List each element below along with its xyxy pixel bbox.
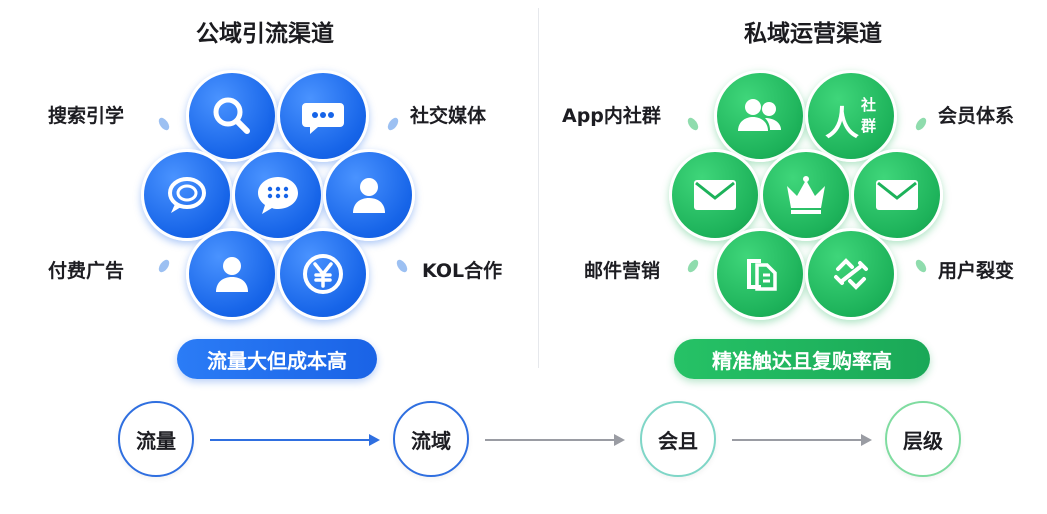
document-icon — [747, 259, 777, 291]
connector-dot — [685, 115, 701, 133]
flow-step-level[interactable]: 层级 — [885, 401, 961, 477]
public-domain-panel: 公域引流渠道 搜索引学 社交媒体 付费广告 KOL合作 流量大但成本高 — [0, 0, 523, 400]
crown-icon — [787, 176, 825, 214]
connector-dot — [156, 115, 172, 133]
kol-channel-circle[interactable] — [277, 228, 369, 320]
user-icon — [353, 178, 385, 213]
private-domain-summary-pill: 精准触达且复购率高 — [674, 339, 930, 379]
mail-circle-right[interactable] — [851, 149, 943, 241]
label-membership: 会员体系 — [938, 105, 1015, 127]
connector-dot — [385, 115, 401, 133]
label-social-media: 社交媒体 — [410, 105, 487, 127]
mail-circle-left[interactable] — [669, 149, 761, 241]
icon-char-bottom: 群 — [861, 117, 877, 135]
icon-char-top: 社 — [861, 96, 877, 114]
mail-icon — [694, 180, 736, 210]
connector-dot — [913, 115, 929, 133]
ring-chat-circle[interactable] — [141, 149, 233, 241]
flow-arrow — [732, 434, 872, 446]
flow-arrow — [485, 434, 625, 446]
label-app-community: App内社群 — [562, 105, 661, 127]
people-community-circle[interactable]: 人 社 群 — [805, 70, 897, 162]
user-icon — [216, 257, 248, 292]
connector-dot — [685, 257, 701, 275]
referral-circle[interactable] — [805, 228, 897, 320]
flow-step-domain[interactable]: 流域 — [393, 401, 469, 477]
label-paid-ads: 付费广告 — [48, 260, 125, 282]
flow-step-member[interactable]: 会且 — [640, 401, 716, 477]
membership-circle[interactable] — [760, 149, 852, 241]
link-icon — [834, 258, 868, 290]
users-icon — [738, 99, 781, 131]
center-divider — [538, 8, 539, 368]
icon-char-main: 人 — [825, 104, 859, 144]
flow-arrow — [210, 434, 380, 446]
connector-dot — [913, 257, 929, 275]
public-domain-title: 公域引流渠道 — [196, 21, 334, 47]
yen-coin-icon — [303, 254, 343, 294]
label-user-referral: 用户裂变 — [938, 260, 1015, 282]
public-domain-summary-pill: 流量大但成本高 — [177, 339, 377, 379]
chat-ring-icon — [168, 177, 206, 213]
label-search: 搜索引学 — [48, 105, 125, 127]
label-email-marketing: 邮件营销 — [584, 260, 661, 282]
flow-step-traffic[interactable]: 流量 — [118, 401, 194, 477]
ads-channel-circle[interactable] — [186, 228, 278, 320]
label-kol: KOL合作 — [422, 260, 503, 282]
social-channel-circle[interactable] — [277, 70, 369, 162]
community-circle[interactable] — [714, 70, 806, 162]
people-community-icon: 人 社 群 — [823, 88, 879, 144]
chat-bubble-icon — [302, 103, 344, 134]
connector-dot — [394, 257, 410, 275]
message-channel-circle[interactable] — [232, 149, 324, 241]
private-domain-title: 私域运营渠道 — [744, 21, 882, 47]
user-channel-circle[interactable] — [323, 149, 415, 241]
search-icon — [213, 97, 250, 134]
private-domain-panel: 私域运营渠道 人 社 群 App内社群 会员体系 邮件营销 用户裂变 精准触达且… — [524, 0, 1047, 400]
email-circle[interactable] — [714, 228, 806, 320]
connector-dot — [156, 257, 172, 275]
chat-dots-icon — [258, 177, 298, 214]
search-channel-circle[interactable] — [186, 70, 278, 162]
mail-icon — [876, 180, 918, 210]
